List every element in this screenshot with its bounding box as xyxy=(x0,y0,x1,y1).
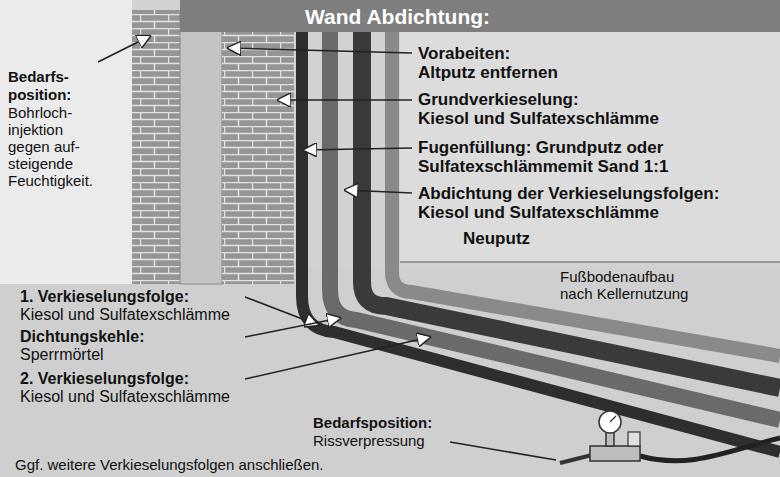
callout-heading: 2. Verkieselungsfolge: xyxy=(20,370,242,388)
callout-group: Grundverkieselung:Kiesol und Sulfatexsch… xyxy=(418,90,773,128)
wall-base-line xyxy=(400,261,780,263)
callout-text: Rissverpressung xyxy=(313,432,513,449)
leader-arrow xyxy=(245,297,318,325)
callout-text: Kiesol und Sulfatexschlämme xyxy=(418,203,773,222)
callout-group: Bedarfsposition:Rissverpressung xyxy=(313,414,513,449)
diagram-title: Wand Abdichtung: xyxy=(305,5,490,29)
leader-arrow xyxy=(228,48,412,53)
pump-cup xyxy=(628,432,640,446)
footnote: Ggf. weitere Verkieselungsfolgen anschli… xyxy=(15,456,455,473)
callout-text: Kiesol und Sulfatexschlämme xyxy=(20,306,242,324)
pump-body xyxy=(590,446,640,461)
callout-text: Altputz entfernen xyxy=(418,63,773,82)
callout-heading: Bedarfs- position: xyxy=(8,68,104,104)
inner-brick-wall xyxy=(222,14,294,284)
back-wall xyxy=(400,32,780,262)
leader-arrow xyxy=(304,148,412,150)
leader-arrow xyxy=(98,36,150,62)
callout-group: 1. Verkieselungsfolge:Kiesol und Sulfate… xyxy=(20,288,242,324)
callout-text: Kiesol und Sulfatexschlämme xyxy=(418,109,773,128)
floor-note: Fußbodenaufbau nach Kellernutzung xyxy=(560,268,700,302)
old-plaster xyxy=(180,12,222,284)
callout-heading: Bedarfsposition: xyxy=(313,414,513,432)
callout-heading: 1. Verkieselungsfolge: xyxy=(20,288,242,306)
callout-group: Bedarfs- position:Bohrloch- injektion ge… xyxy=(8,68,104,189)
callout-heading: Dichtungskehle: xyxy=(20,328,242,346)
base-silicification-layer xyxy=(302,32,780,452)
callout-heading: Abdichtung der Verkieselungsfolgen: xyxy=(418,184,773,203)
leader-arrow xyxy=(245,337,430,379)
injection-pump xyxy=(560,411,780,463)
callout-group: Dichtungskehle:Sperrmörtel xyxy=(20,328,242,364)
callout-heading: Fugenfüllung: xyxy=(418,138,531,157)
joint-filling-layer xyxy=(330,32,780,420)
callout-text: Kiesol und Sulfatexschlämme xyxy=(20,388,242,406)
leader-arrow xyxy=(278,99,412,101)
callout-heading: Grundverkieselung: xyxy=(418,90,773,109)
leader-line xyxy=(450,442,556,460)
ceiling-band xyxy=(180,0,780,32)
callout-group: Fugenfüllung: Grundputz oder Sulfatexsch… xyxy=(418,138,773,176)
callout-heading: Vorabeiten: xyxy=(418,44,773,63)
callout-group: Abdichtung der Verkieselungsfolgen:Kieso… xyxy=(418,184,773,222)
new-plaster-layer xyxy=(392,32,780,356)
layer-label: Neuputz xyxy=(463,229,663,248)
pump-hose xyxy=(640,438,780,461)
outer-brick-wall xyxy=(132,10,180,284)
callout-text: Sperrmörtel xyxy=(20,346,242,364)
leader-arrow xyxy=(345,190,412,193)
pump-gauge xyxy=(599,411,621,433)
gauge-needle xyxy=(610,416,616,422)
callout-group: Fußbodenaufbau nach Kellernutzung xyxy=(560,268,700,302)
callout-text: Bohrloch- injektion gegen auf- steigende… xyxy=(8,104,104,189)
callout-group: Neuputz xyxy=(463,229,663,248)
outside-ground xyxy=(0,0,132,284)
callout-group: 2. Verkieselungsfolge:Kiesol und Sulfate… xyxy=(20,370,242,406)
leader-arrow xyxy=(245,318,340,337)
callout-group: Ggf. weitere Verkieselungsfolgen anschli… xyxy=(15,456,455,473)
pump-nozzle xyxy=(560,455,592,463)
callout-group: Vorabeiten:Altputz entfernen xyxy=(418,44,773,82)
